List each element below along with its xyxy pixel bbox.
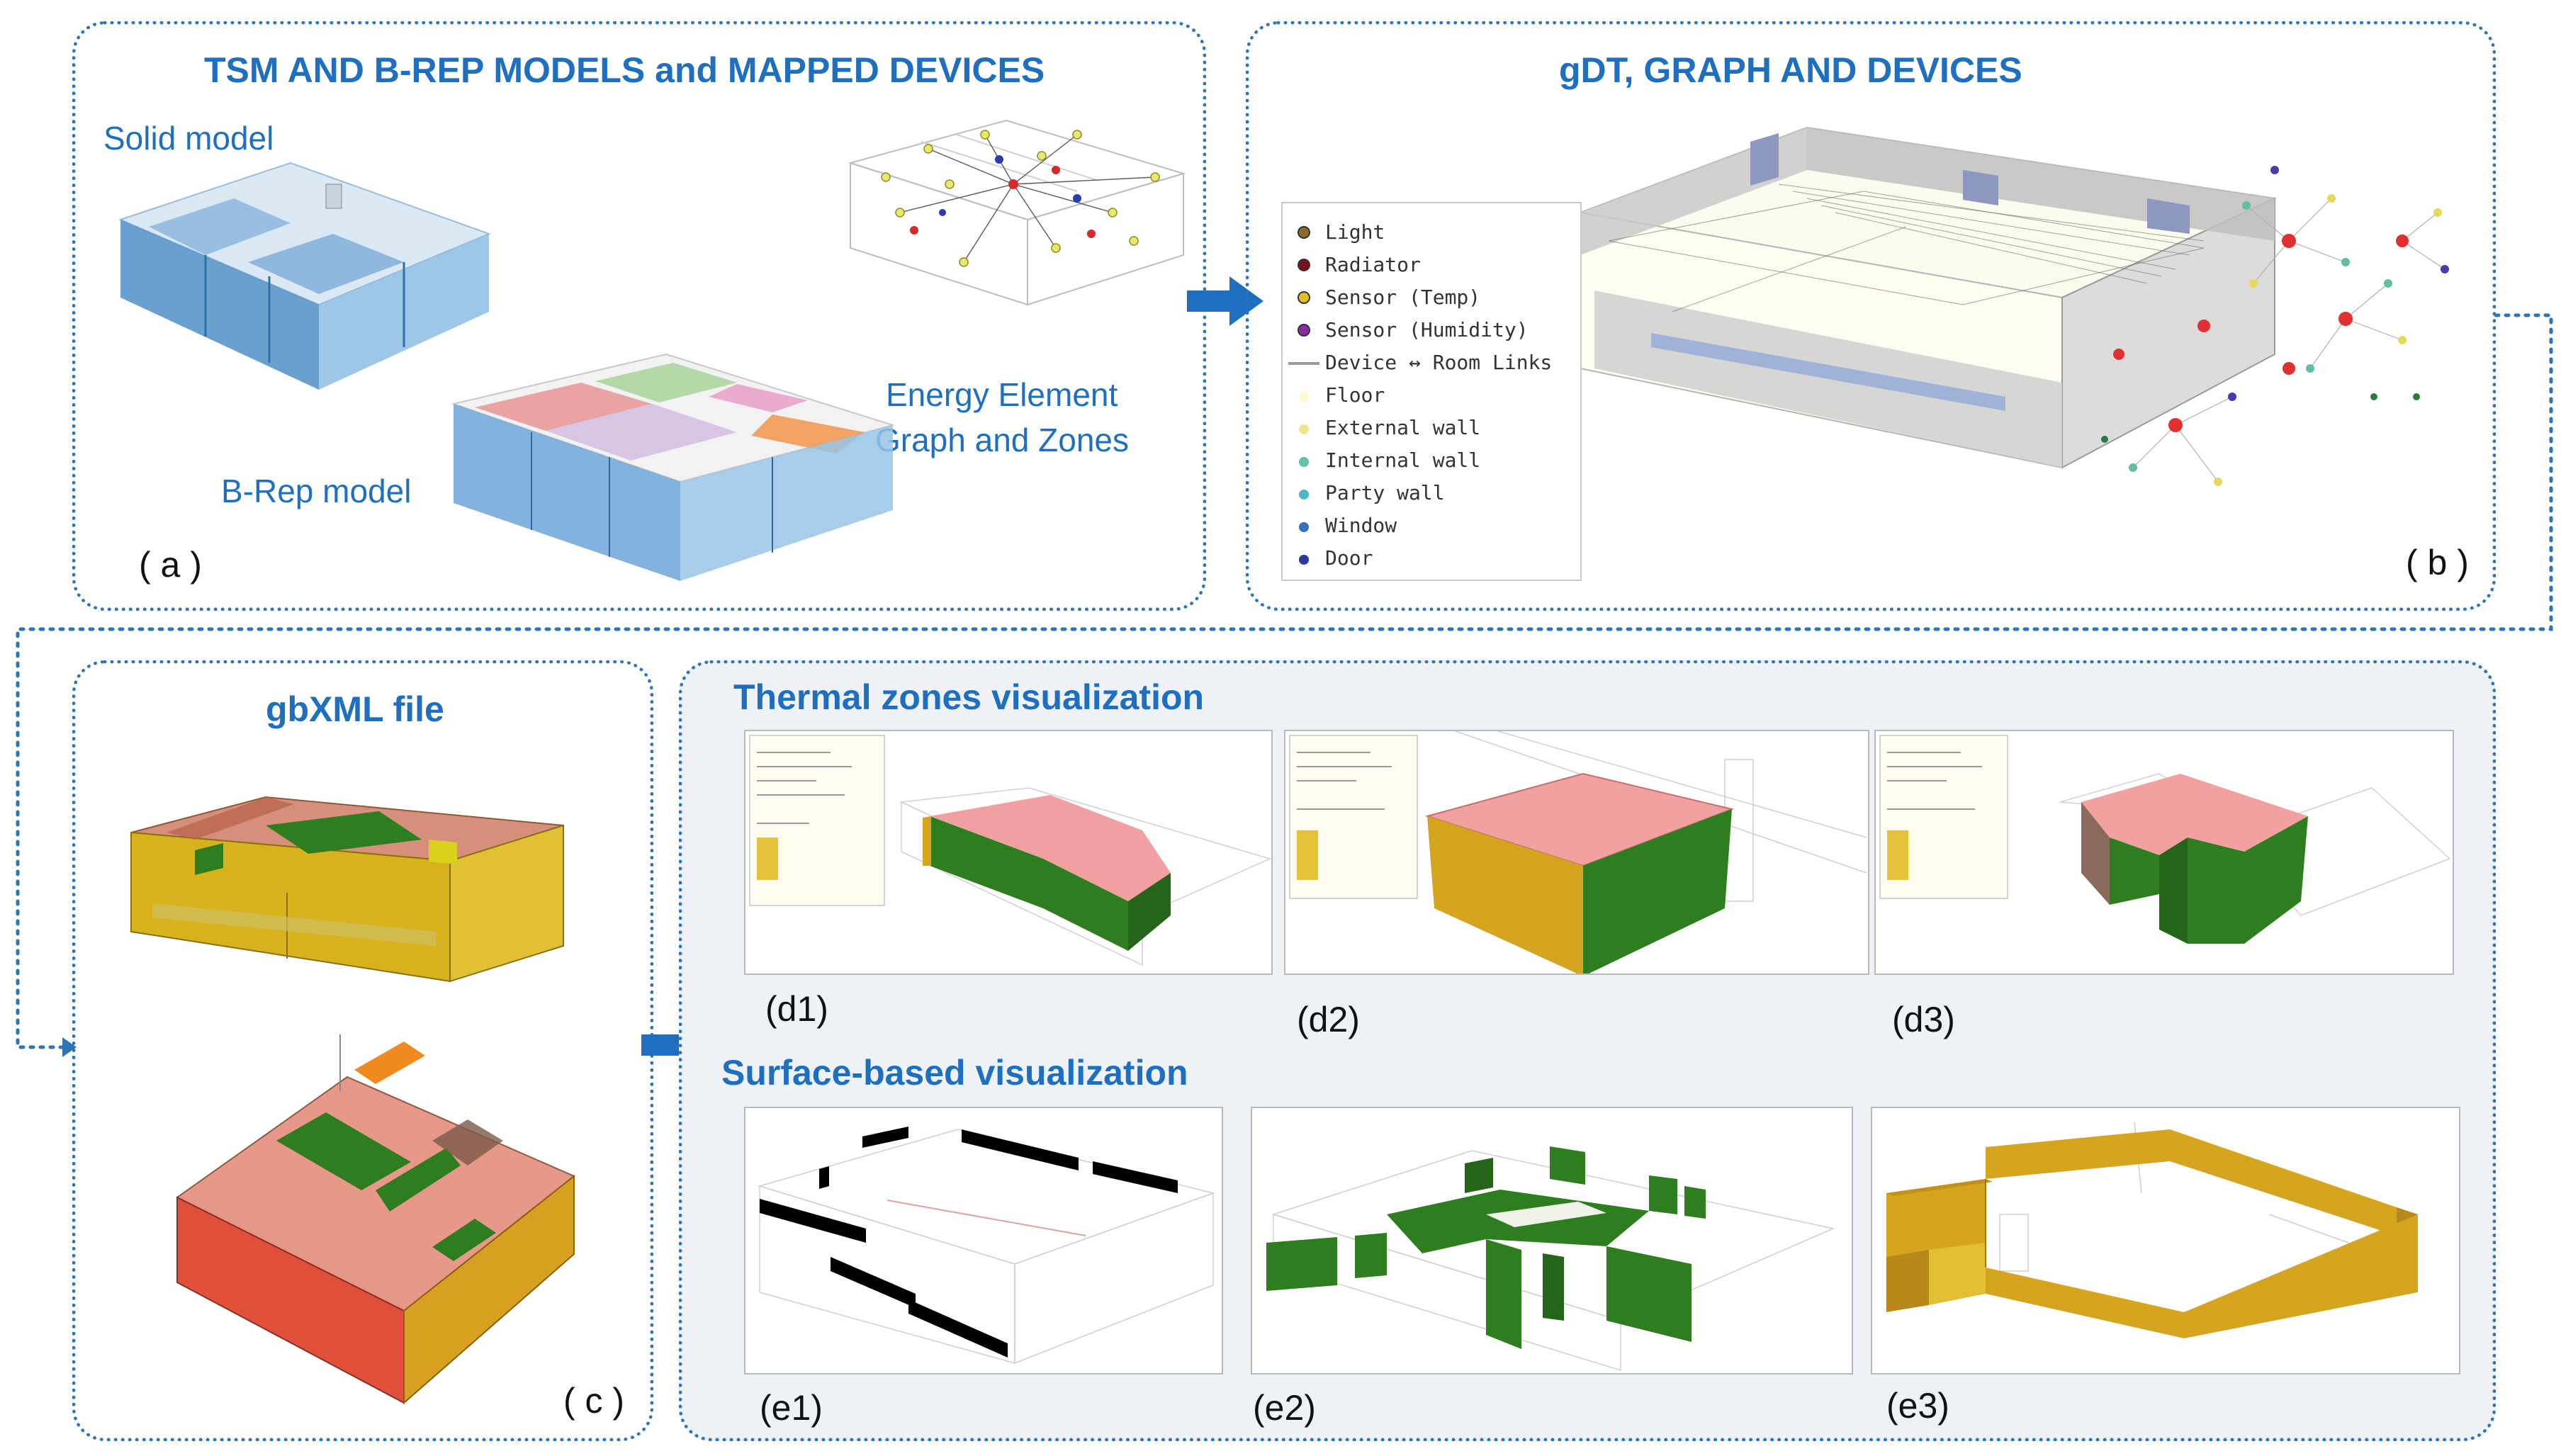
thermal-zones-title: Thermal zones visualization [733, 677, 1205, 717]
legend-row-internal-wall: Internal wall [1283, 446, 1480, 474]
thumb-e3 [1871, 1107, 2460, 1375]
e2-render [1266, 1146, 1835, 1372]
legend-label-party-wall: Party wall [1325, 480, 1445, 504]
legend-row-sensor-humidity: Sensor (Humidity) [1283, 315, 1529, 344]
gbxml-model-bottom [176, 1034, 575, 1405]
e1-render [758, 1127, 1215, 1365]
thumb-d1 [744, 730, 1273, 975]
legend-label-external-wall: External wall [1325, 415, 1481, 439]
thumb-d3 [1874, 730, 2454, 975]
d2-render [1289, 731, 1867, 974]
d3-render [1879, 735, 2451, 944]
graph-label-line1: Energy Element [886, 376, 1118, 413]
panel-b-tag: ( b ) [2406, 543, 2469, 582]
legend-label-radiator: Radiator [1325, 252, 1421, 276]
brep-model-label: B-Rep model [221, 473, 412, 509]
thumb-e2 [1251, 1107, 1853, 1375]
legend-marker-light [1298, 225, 1310, 239]
tag-e1: (e1) [760, 1388, 823, 1428]
tag-d2: (d2) [1297, 1000, 1360, 1039]
legend-marker-door [1299, 554, 1309, 565]
solid-model-label: Solid model [103, 120, 274, 157]
gdt-building-illustration [1577, 126, 2449, 486]
panel-b-title: gDT, GRAPH AND DEVICES [1559, 50, 2022, 90]
legend-label-door: Door [1325, 546, 1373, 570]
tag-d1: (d1) [765, 989, 828, 1029]
tag-d3: (d3) [1892, 1000, 1955, 1039]
tag-e2: (e2) [1253, 1388, 1316, 1428]
thumb-d2 [1284, 730, 1869, 975]
arrow-a-to-b [1187, 276, 1263, 326]
panel-c-title: gbXML file [266, 689, 444, 729]
legend-marker-window [1299, 521, 1309, 532]
d1-render [749, 735, 1271, 966]
legend-row-door: Door [1283, 543, 1373, 572]
legend-row-sensor-temp: Sensor (Temp) [1283, 283, 1480, 311]
legend-label-window: Window [1325, 513, 1397, 537]
legend: Light Radiator Sensor (Temp) Sensor (Hum… [1281, 202, 1582, 581]
e3-render [1886, 1122, 2418, 1338]
legend-marker-links [1288, 361, 1319, 365]
legend-label-floor: Floor [1325, 383, 1385, 407]
legend-label-sensor-humidity: Sensor (Humidity) [1325, 317, 1529, 342]
legend-row-light: Light [1283, 218, 1385, 246]
thumb-e1 [744, 1107, 1223, 1375]
tag-e3: (e3) [1886, 1386, 1949, 1426]
legend-row-floor: Floor [1283, 380, 1385, 409]
energy-graph-illustration [848, 119, 1186, 306]
legend-label-internal-wall: Internal wall [1325, 448, 1481, 472]
legend-label-light: Light [1325, 220, 1385, 244]
legend-marker-radiator [1298, 258, 1310, 271]
legend-row-radiator: Radiator [1283, 250, 1421, 278]
panel-c-tag: ( c ) [563, 1381, 625, 1421]
legend-row-window: Window [1283, 511, 1397, 539]
panel-a [72, 21, 1206, 611]
panel-b [1246, 21, 2496, 611]
gbxml-model-top [130, 796, 564, 983]
legend-row-external-wall: External wall [1283, 413, 1480, 441]
legend-marker-sensor-temp [1298, 290, 1310, 304]
solid-model-illustration [118, 162, 491, 390]
legend-marker-internal-wall [1299, 456, 1309, 467]
legend-marker-floor [1299, 391, 1309, 402]
legend-marker-external-wall [1299, 424, 1309, 434]
graph-label-line2: Graph and Zones [875, 422, 1130, 458]
surface-based-title: Surface-based visualization [721, 1053, 1188, 1093]
legend-row-links: Device ↔ Room Links [1283, 348, 1552, 376]
legend-marker-sensor-humidity [1298, 323, 1310, 337]
panel-a-tag: ( a ) [139, 545, 202, 585]
legend-label-links: Device ↔ Room Links [1325, 350, 1553, 374]
brep-model-illustration [451, 353, 896, 581]
panel-a-title: TSM AND B-REP MODELS and MAPPED DEVICES [204, 50, 1045, 90]
legend-row-party-wall: Party wall [1283, 478, 1445, 507]
legend-marker-party-wall [1299, 489, 1309, 500]
legend-label-sensor-temp: Sensor (Temp) [1325, 285, 1481, 309]
